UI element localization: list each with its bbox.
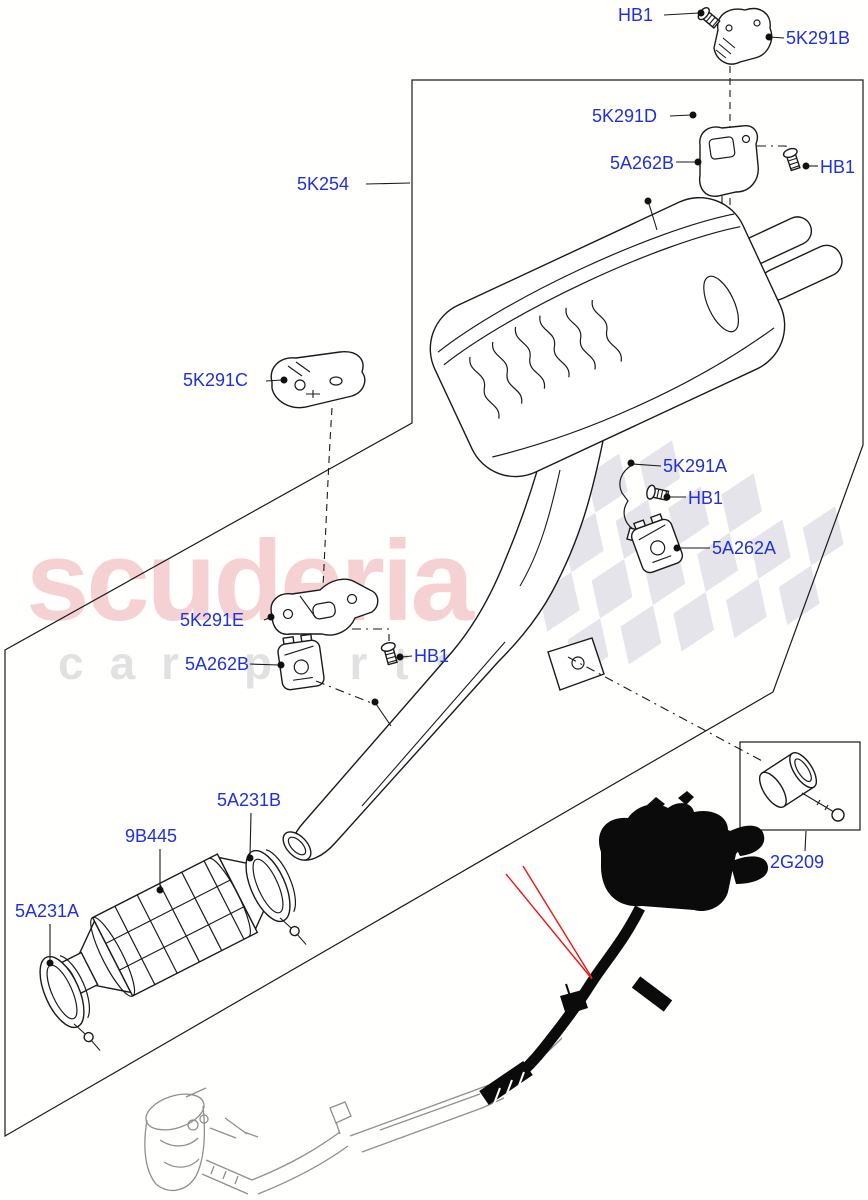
callout-5k291c: 5K291C: [183, 370, 249, 390]
bracket-5k291d: [698, 125, 759, 218]
callout-5a231a: 5A231A: [15, 901, 80, 921]
callout-5k291e: 5K291E: [180, 610, 245, 630]
pipe-mount-plate: [547, 637, 605, 691]
bolt-hb1-topright: [781, 146, 803, 172]
red-location-pointer: [505, 865, 593, 980]
bracket-5k291b: [713, 8, 773, 65]
callout-5k291b: 5K291B: [786, 28, 851, 48]
leader-lines: [46, 9, 818, 967]
callout-5a231b: 5A231B: [217, 790, 282, 810]
callout-hb1-topright: HB1: [820, 157, 856, 177]
callout-9b445: 9B445: [125, 826, 178, 846]
silencer-hanger-rod: [648, 203, 658, 231]
callout-5k291a: 5K291A: [663, 456, 728, 476]
locator-front-exhaust-ghost: [144, 1037, 563, 1195]
callout-5a262a: 5A262A: [712, 538, 777, 558]
assembly-line-hb1-bot: [352, 628, 390, 641]
locator-rear-system-silhouette: [479, 791, 768, 1106]
callout-5a262b-top: 5A262B: [610, 153, 675, 173]
assembly-line-5k291c: [322, 407, 333, 587]
callout-hb1-bot: HB1: [414, 646, 450, 666]
callout-5a262b-bot: 5A262B: [185, 654, 250, 674]
watermark-scuderia: scuderia: [26, 518, 474, 645]
callout-5k254: 5K254: [297, 174, 350, 194]
bracket-5k291c: [270, 351, 366, 409]
bolt-hb1-bot: [379, 640, 401, 666]
rear-silencer: [429, 196, 843, 478]
part-box-2g209: [739, 741, 861, 831]
callout-hb1-mid: HB1: [688, 488, 724, 508]
assembly-line-5a262b-bot: [315, 680, 375, 705]
callout-hb1-top: HB1: [618, 5, 654, 25]
assembly-line-2g209: [567, 656, 765, 763]
enclosure-outline: [4, 79, 864, 1138]
assembly-line-hb1-topright: [757, 145, 787, 152]
callout-5k291d: 5K291D: [592, 106, 658, 126]
callout-2g209: 2G209: [770, 852, 825, 872]
bracket-5k291e: [270, 578, 379, 636]
silencer-inlet-pipe: [282, 431, 605, 861]
